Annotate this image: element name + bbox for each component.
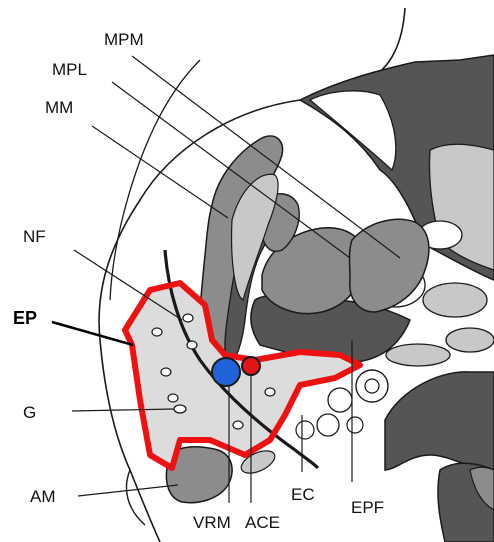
ep-cell-6 [174, 405, 186, 413]
label-mm: MM [45, 98, 73, 117]
light-lobe-c [446, 328, 494, 352]
leader-ep [52, 322, 133, 345]
label-g: G [23, 403, 36, 422]
ep-cell-3 [187, 341, 197, 349]
ep-cell-5 [168, 394, 178, 402]
label-ec: EC [291, 485, 315, 504]
label-am: AM [30, 487, 56, 506]
circle-epf-1 [356, 370, 388, 402]
label-mpm: MPM [104, 30, 144, 49]
dark-cutout [310, 91, 396, 170]
label-ep: EP [13, 308, 37, 328]
circle-ec-3 [347, 417, 363, 433]
label-epf: EPF [351, 498, 384, 517]
light-lobe-b [386, 344, 450, 366]
leader-mm [92, 126, 228, 218]
label-ace: ACE [245, 513, 280, 532]
ep-cell-7 [233, 421, 243, 429]
lateral-contour [110, 60, 200, 300]
light-lobe-a [423, 283, 487, 317]
label-mpl: MPL [52, 60, 87, 79]
label-nf: NF [23, 227, 46, 246]
blue-marker-dot [212, 358, 240, 386]
circle-ec-1 [317, 414, 339, 436]
label-vrm: VRM [193, 513, 231, 532]
leader-am [78, 485, 178, 496]
circle-epf-2 [328, 388, 352, 412]
red-marker-dot [242, 357, 260, 375]
ep-cell-2 [183, 314, 193, 322]
ep-cell-4 [161, 368, 171, 376]
ep-cell-8 [265, 388, 275, 396]
brain-inner-contour [126, 470, 145, 525]
dark-region-bottom-right [385, 372, 494, 470]
circle-ec-2 [296, 421, 314, 439]
ep-cell-1 [152, 328, 162, 336]
